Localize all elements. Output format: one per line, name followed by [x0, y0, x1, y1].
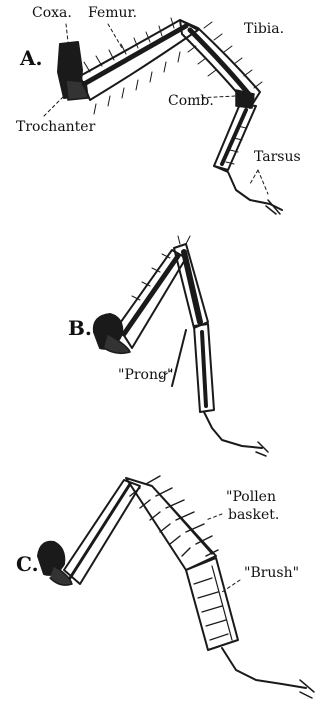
label-trochanter: Trochanter [16, 120, 95, 134]
label-tarsus: Tarsus [254, 150, 301, 164]
label-pollen-line2: basket. [228, 508, 279, 522]
leg-b-prong [172, 330, 186, 386]
diagram-c-letter: C. [16, 554, 39, 574]
leg-b-tarsus [204, 412, 262, 448]
label-prong: "Prong" [118, 368, 173, 382]
leg-c-brush [186, 558, 238, 650]
leg-c-tarsus [222, 648, 306, 688]
leg-b [94, 236, 268, 456]
diagram-b-letter: B. [68, 318, 92, 338]
label-brush: "Brush" [244, 566, 299, 580]
leg-a [44, 18, 282, 214]
label-tibia: Tibia. [244, 22, 284, 36]
leg-b-femur [118, 250, 186, 348]
diagram-a-letter: A. [20, 48, 42, 68]
label-femur: Femur. [88, 6, 137, 20]
label-comb: Comb. [168, 94, 214, 108]
label-coxa: Coxa. [32, 6, 72, 20]
label-pollen-line1: "Pollen [226, 490, 276, 504]
